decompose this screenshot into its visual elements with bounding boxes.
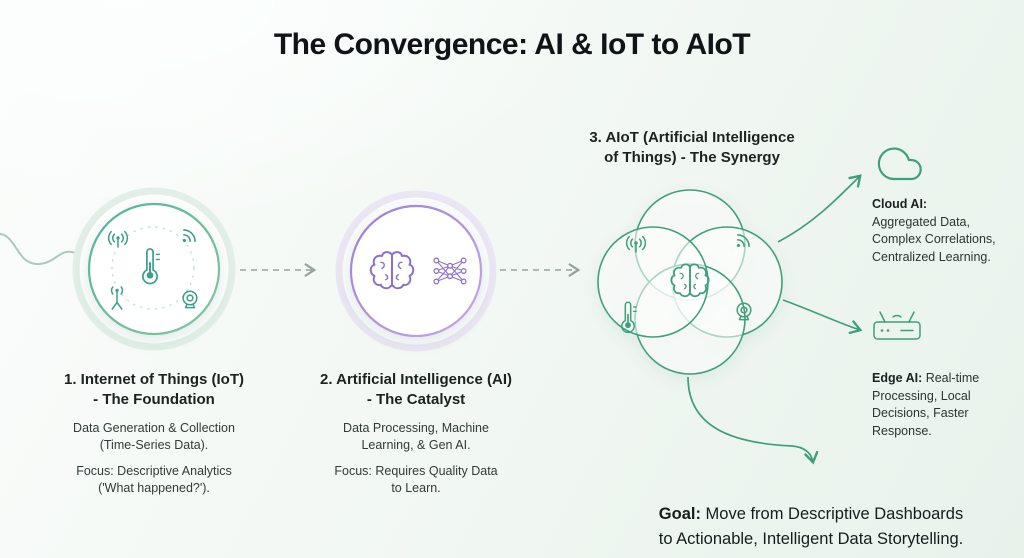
ai-circle (335, 190, 497, 352)
aiot-venn (597, 189, 783, 375)
cloud-connector-arrow (777, 174, 862, 243)
edge-ai-title: Edge AI: (872, 370, 923, 385)
goal-prefix: Goal: (658, 504, 701, 523)
iot-circle (72, 187, 236, 351)
ai-circle-inner (349, 204, 483, 338)
page-title: The Convergence: AI & IoT to AIoT (273, 28, 751, 61)
edge-ai-body: Real-time Processing, Local Decisions, F… (872, 370, 980, 438)
cloud-ai-title: Cloud AI: (872, 197, 928, 211)
cloud-ai-label: Cloud AI: Aggregated Data, Complex Corre… (872, 196, 1024, 267)
goal-statement: Goal: Move from Descriptive Dashboards t… (598, 477, 1024, 551)
iot-body-1: Data Generation & Collection (Time-Serie… (73, 420, 235, 452)
iot-circle-inner (87, 202, 221, 336)
edge-ai-label: Edge AI: Real-time Processing, Local Dec… (872, 352, 1022, 441)
edge-connector-arrow (782, 299, 863, 335)
ai-heading: 2. Artificial Intelligence (AI) - The Ca… (320, 371, 512, 408)
aiot-label: 3. AIoT (Artificial Intelligence of Thin… (572, 128, 812, 178)
iot-label: 1. Internet of Things (IoT) - The Founda… (44, 370, 264, 507)
goal-text: Move from Descriptive Dashboards to Acti… (658, 504, 964, 548)
iot-dashed-ring (111, 226, 195, 310)
aiot-heading: 3. AIoT (Artificial Intelligence of Thin… (589, 129, 795, 166)
goal-connector-arrow (687, 376, 819, 465)
decorative-curve (0, 232, 79, 266)
cloud-icon (877, 147, 922, 181)
ai-label: 2. Artificial Intelligence (AI) - The Ca… (306, 370, 526, 507)
ai-body-2: Focus: Requires Quality Data to Learn. (334, 464, 498, 496)
venn-circle-left (597, 226, 709, 338)
edge-device-icon (873, 311, 921, 340)
cloud-ai-body: Aggregated Data, Complex Correlations, C… (872, 214, 996, 265)
iot-heading: 1. Internet of Things (IoT) - The Founda… (64, 371, 244, 408)
iot-body-2: Focus: Descriptive Analytics ('What happ… (76, 464, 232, 496)
ai-body-1: Data Processing, Machine Learning, & Gen… (343, 420, 489, 452)
